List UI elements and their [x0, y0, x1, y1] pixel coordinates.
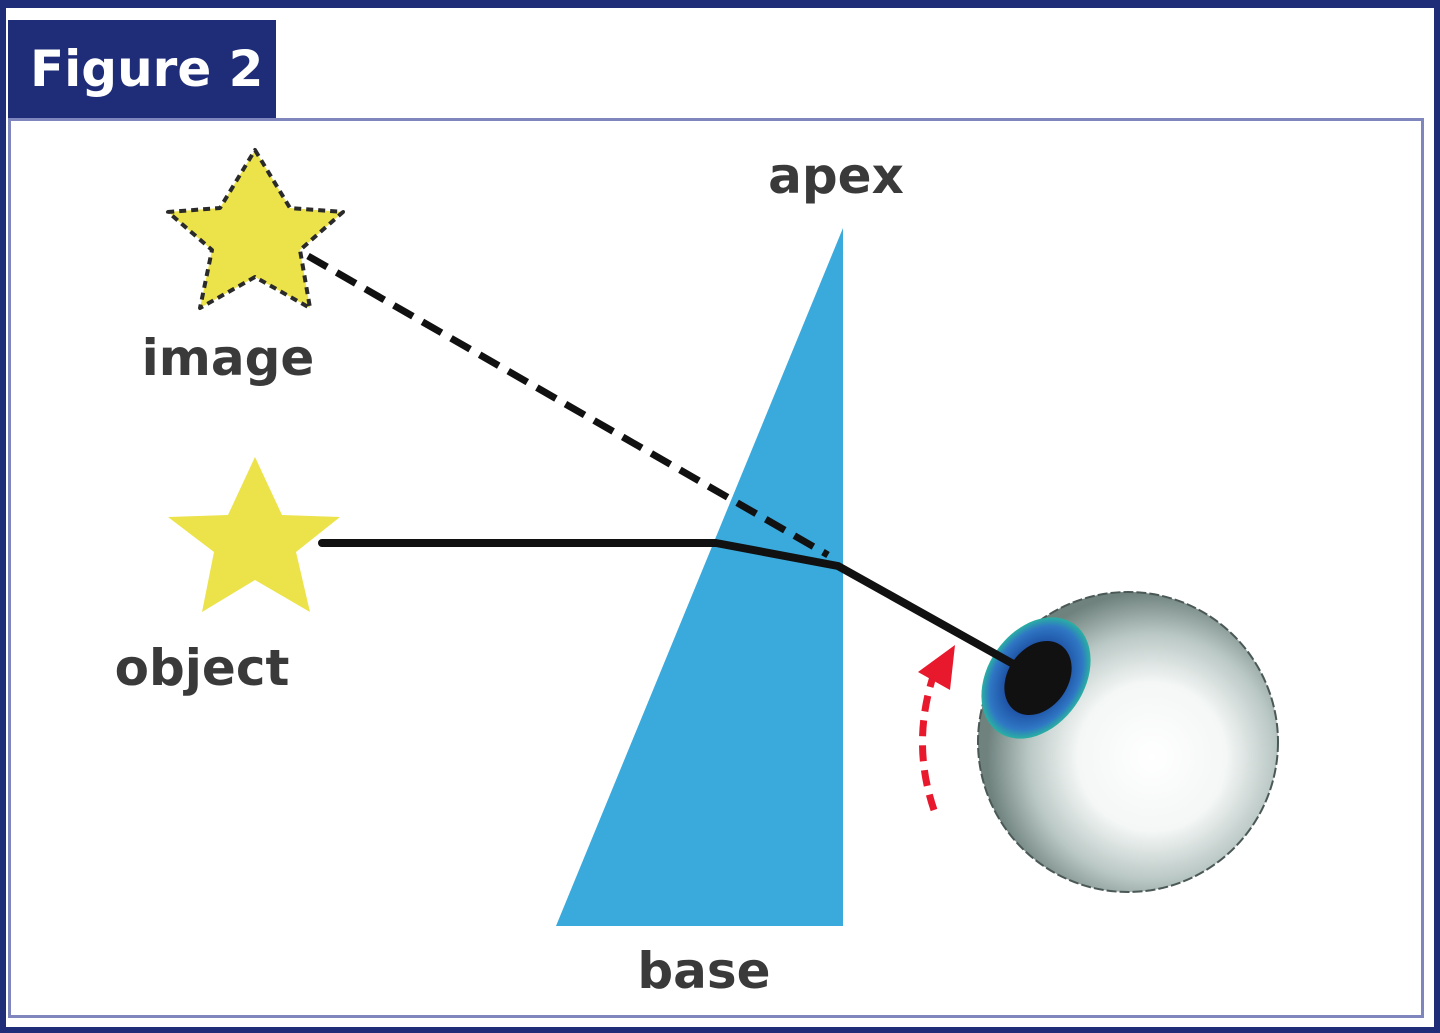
- eyeball-icon: [977, 591, 1279, 893]
- image-label: image: [142, 329, 315, 387]
- object-label: object: [115, 639, 290, 697]
- apex-label: apex: [768, 147, 904, 205]
- base-label: base: [637, 942, 770, 1000]
- star-icon: [168, 457, 340, 612]
- prism: [556, 228, 843, 926]
- virtual-ray: [306, 252, 830, 559]
- figure-title-tab: Figure 2: [8, 20, 276, 118]
- pupil: [1004, 640, 1072, 716]
- curved-arrow-icon: [918, 645, 955, 812]
- dashed-star-icon: [166, 148, 345, 310]
- refracted-ray: [318, 539, 1028, 674]
